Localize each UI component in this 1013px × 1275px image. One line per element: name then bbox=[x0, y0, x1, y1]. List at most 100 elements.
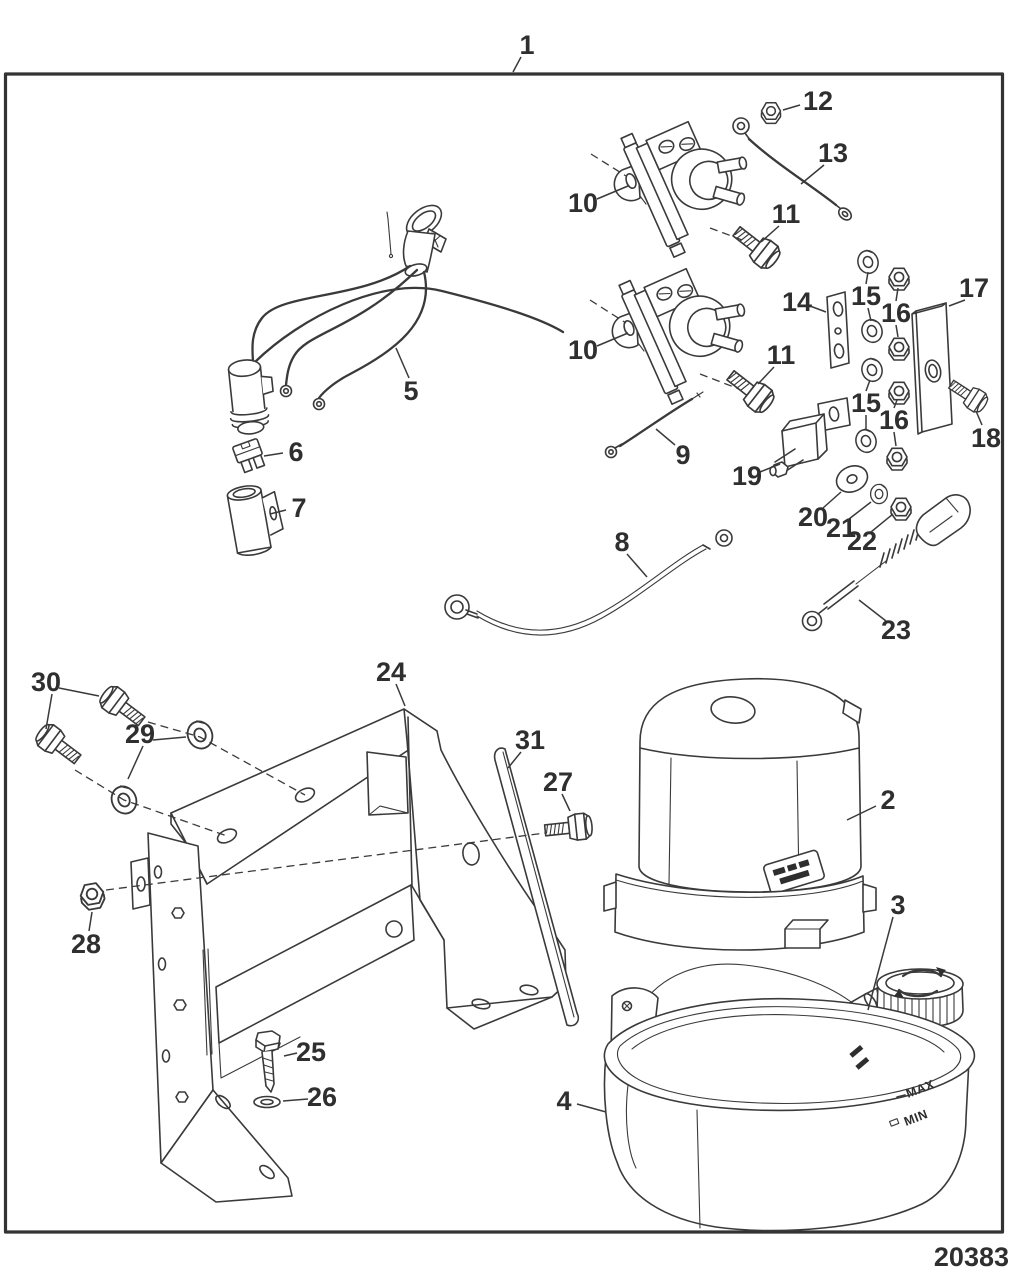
callout-leader-line bbox=[507, 751, 522, 769]
callout-leader-line bbox=[127, 745, 144, 780]
part-26-flat-washer bbox=[253, 1095, 281, 1109]
callout-label: 7 bbox=[291, 493, 306, 523]
callout-6: 6 bbox=[263, 437, 304, 467]
callout-leader-line bbox=[282, 1098, 309, 1102]
part-16-nut bbox=[888, 337, 910, 361]
callout-10: 10 bbox=[568, 332, 629, 365]
callout-11: 11 bbox=[760, 199, 801, 243]
callout-label: 30 bbox=[31, 667, 61, 697]
part-14-plate bbox=[826, 291, 850, 369]
callout-20: 20 bbox=[798, 491, 842, 532]
callout-14: 14 bbox=[782, 287, 827, 317]
callout-leader-line bbox=[263, 452, 284, 457]
callout-label: 27 bbox=[543, 767, 573, 797]
part-30-bolt bbox=[31, 719, 87, 771]
part-8-ground-cable bbox=[444, 529, 733, 636]
callout-leader-line bbox=[58, 687, 100, 697]
callout-7: 7 bbox=[269, 493, 307, 523]
part-7-fuse-holder bbox=[226, 485, 284, 556]
callout-label: 21 bbox=[826, 513, 856, 543]
part-29-lockwasher bbox=[182, 716, 218, 754]
part-25-screw bbox=[255, 1030, 281, 1093]
callout-leader-line bbox=[893, 431, 897, 447]
callout-label: 28 bbox=[71, 929, 101, 959]
callout-leader-line bbox=[757, 366, 775, 385]
callout-label: 15 bbox=[851, 281, 881, 311]
part-15-lockwasher bbox=[854, 247, 882, 277]
callout-label: 29 bbox=[125, 719, 155, 749]
callout-leader-line bbox=[283, 1052, 298, 1057]
callout-24: 24 bbox=[376, 657, 406, 707]
callout-leader-line bbox=[870, 513, 894, 533]
callout-label: 17 bbox=[959, 273, 989, 303]
callout-leader-line bbox=[45, 693, 53, 730]
part-12-nut bbox=[760, 101, 782, 125]
callout-26: 26 bbox=[282, 1082, 337, 1112]
callout-23: 23 bbox=[858, 599, 911, 645]
callout-22: 22 bbox=[847, 513, 894, 556]
callout-leader-line bbox=[865, 271, 869, 285]
callout-label: 14 bbox=[782, 287, 812, 317]
assembly-dash-lines bbox=[74, 153, 746, 891]
callout-2: 2 bbox=[846, 785, 896, 821]
callout-label: 2 bbox=[880, 785, 895, 815]
callout-leader-line bbox=[655, 428, 676, 446]
callout-21: 21 bbox=[826, 501, 872, 543]
part-5-wiring-harness bbox=[227, 204, 565, 435]
callout-label: 10 bbox=[568, 188, 598, 218]
callout-16: 16 bbox=[881, 287, 911, 338]
callout-leader-line bbox=[809, 305, 827, 313]
callout-label: 22 bbox=[847, 526, 877, 556]
part-23-sender-cable bbox=[801, 494, 971, 632]
callout-label: 9 bbox=[675, 440, 690, 470]
callout-27: 27 bbox=[543, 767, 573, 812]
diagram-number: 20383 bbox=[934, 1242, 1009, 1272]
callout-label: 1 bbox=[519, 30, 534, 60]
callout-label: 16 bbox=[879, 405, 909, 435]
part-27-bolt bbox=[543, 811, 595, 845]
motor-label bbox=[763, 849, 825, 895]
callout-leader-line bbox=[822, 491, 842, 509]
callout-leader-line bbox=[865, 379, 871, 392]
callout-label: 23 bbox=[881, 615, 911, 645]
callout-label: 3 bbox=[890, 890, 905, 920]
part-2-pump-motor bbox=[638, 677, 862, 895]
callout-leader-line bbox=[759, 463, 781, 473]
callout-5: 5 bbox=[395, 347, 419, 406]
callout-label: 18 bbox=[971, 423, 1001, 453]
pump-mounting-band bbox=[603, 873, 877, 951]
part-9-wire bbox=[604, 391, 704, 459]
callout-label: 6 bbox=[288, 437, 303, 467]
part-21-lockwasher bbox=[869, 483, 889, 505]
callout-leader-line bbox=[975, 410, 983, 426]
part-16-nut bbox=[888, 381, 910, 405]
callout-leader-line bbox=[782, 104, 801, 111]
callout-leader-line bbox=[269, 509, 287, 515]
callout-label: 25 bbox=[296, 1037, 326, 1067]
line-art-layer: MAX MIN bbox=[3, 72, 1005, 1234]
callout-28: 28 bbox=[71, 911, 101, 959]
callout-1: 1 bbox=[512, 30, 535, 73]
callout-label: 5 bbox=[403, 376, 418, 406]
callout-label: 11 bbox=[772, 199, 801, 229]
callout-9: 9 bbox=[655, 428, 691, 470]
callout-leader-line bbox=[800, 164, 825, 185]
callout-leader-line bbox=[395, 347, 410, 379]
callout-leader-line bbox=[893, 399, 898, 409]
callout-label: 26 bbox=[307, 1082, 337, 1112]
callout-label: 13 bbox=[818, 138, 848, 168]
callout-3: 3 bbox=[867, 890, 906, 1011]
callout-18: 18 bbox=[971, 410, 1001, 453]
part-15-lockwasher bbox=[852, 426, 880, 456]
callout-label: 8 bbox=[614, 527, 629, 557]
callout-leader-line bbox=[152, 736, 187, 741]
callout-leader-line bbox=[596, 332, 629, 347]
callout-label: 16 bbox=[881, 298, 911, 328]
enclosure-border bbox=[3, 72, 1005, 1234]
callout-30: 30 bbox=[31, 667, 100, 730]
callout-label: 10 bbox=[568, 335, 598, 365]
callout-15: 15 bbox=[851, 379, 881, 430]
part-4-reservoir: MAX MIN bbox=[603, 997, 976, 1232]
callout-31: 31 bbox=[507, 725, 545, 769]
